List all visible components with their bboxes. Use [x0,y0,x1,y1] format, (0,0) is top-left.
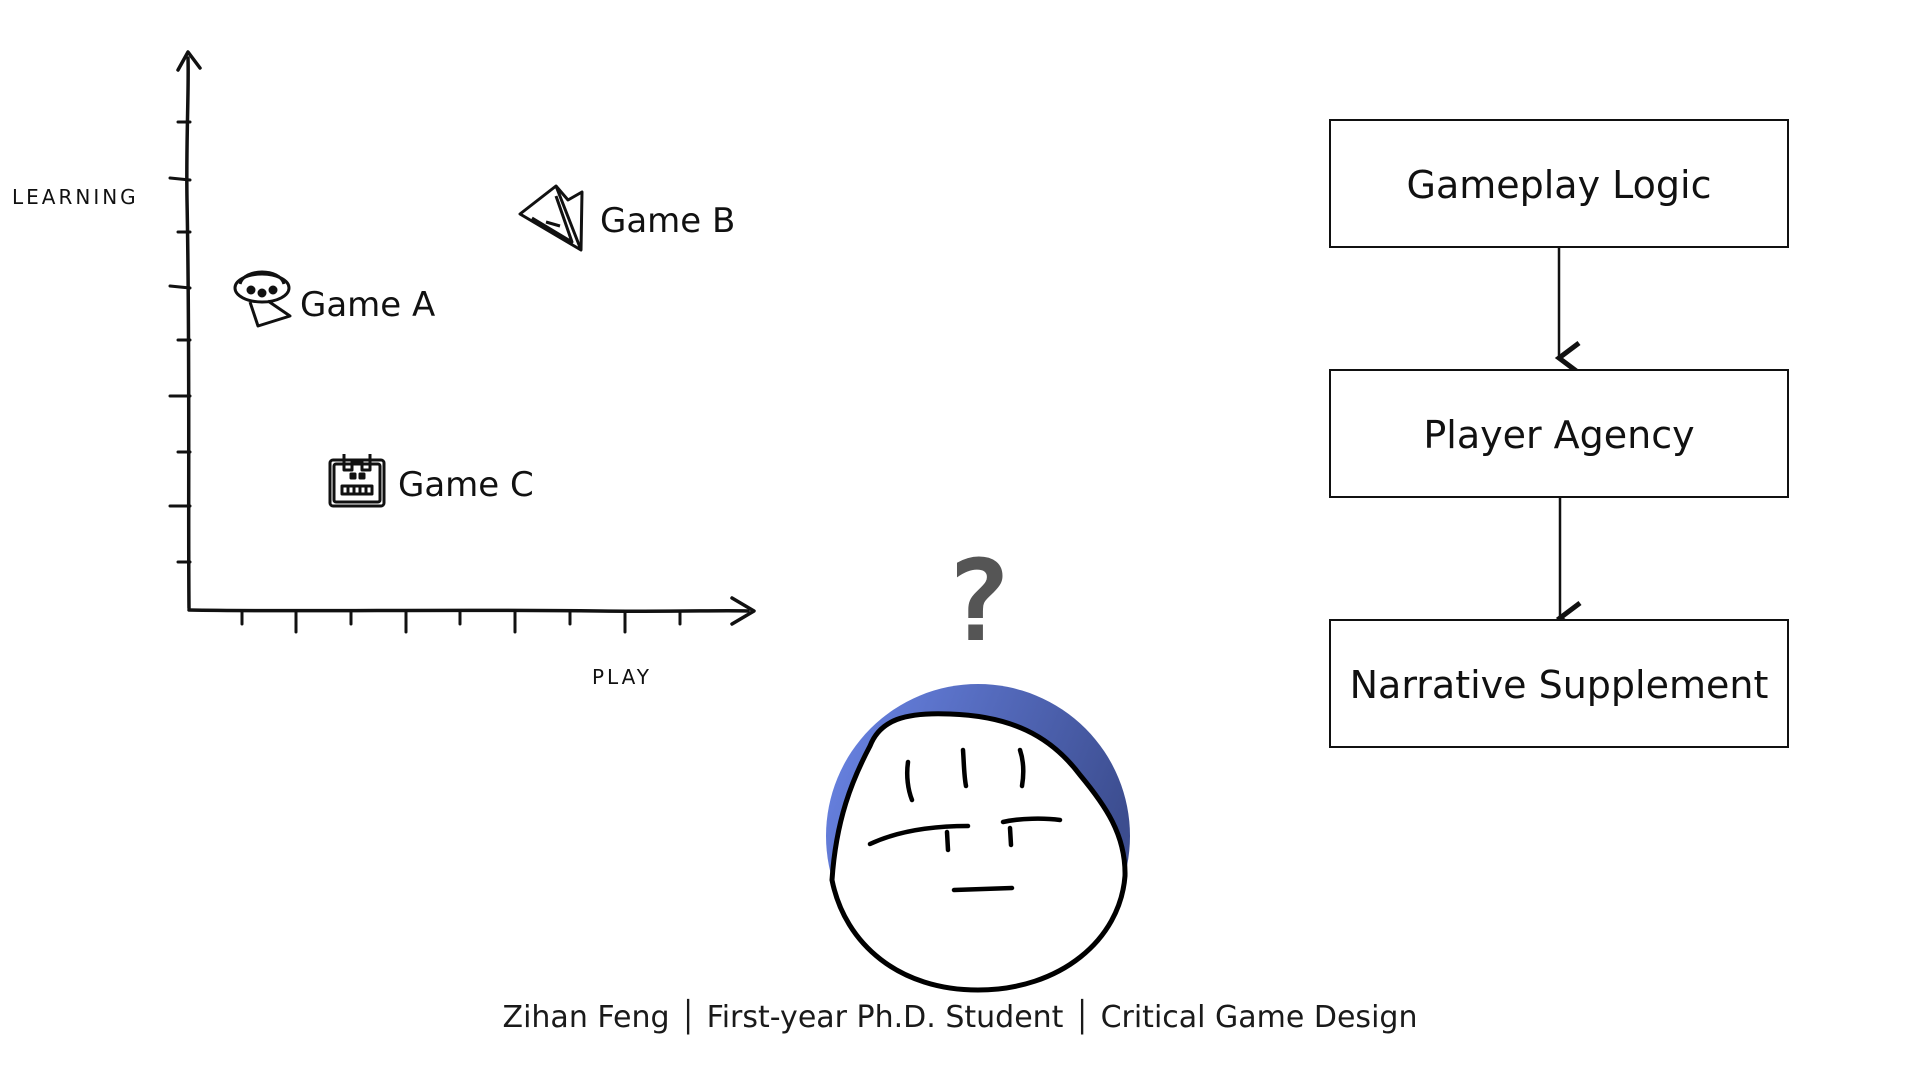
avatar-face [829,711,1128,993]
flow-label-narrative-supplement: Narrative Supplement [1350,663,1769,707]
footer-caption: Zihan Feng │ First-year Ph.D. Student │ … [502,1000,1418,1035]
paper-plane-icon [518,184,584,252]
x-axis-label: PLAY [592,665,652,689]
game-a-label: Game A [300,285,435,325]
question-mark-icon: ? [944,537,1011,667]
flow-label-gameplay-logic: Gameplay Logic [1407,163,1712,207]
x-axis [187,608,750,614]
mascot: ? [826,537,1130,993]
robot-icon [328,454,386,508]
flow-node-narrative-supplement: Narrative Supplement [1329,619,1789,748]
x-axis-arrowhead [730,596,756,626]
flow-label-player-agency: Player Agency [1423,413,1694,457]
flow-diagram: Gameplay Logic Player Agency Narrative S… [1329,119,1789,748]
game-c-point: Game C [328,454,534,508]
face-lines [867,747,1063,893]
game-b-label: Game B [600,201,735,241]
x-axis-ticks [240,610,682,634]
ufo-icon [233,270,292,328]
y-axis-ticks [168,120,192,564]
y-axis [185,56,191,610]
sketch-chart: LEARNING PLAY Game A Game B [12,50,756,689]
y-axis-label: LEARNING [12,185,139,209]
game-c-label: Game C [398,465,534,505]
flow-node-player-agency: Player Agency [1329,369,1789,498]
game-a-point: Game A [233,270,435,328]
flow-node-gameplay-logic: Gameplay Logic [1329,119,1789,248]
y-axis-arrowhead [176,50,202,72]
game-b-point: Game B [518,184,735,252]
